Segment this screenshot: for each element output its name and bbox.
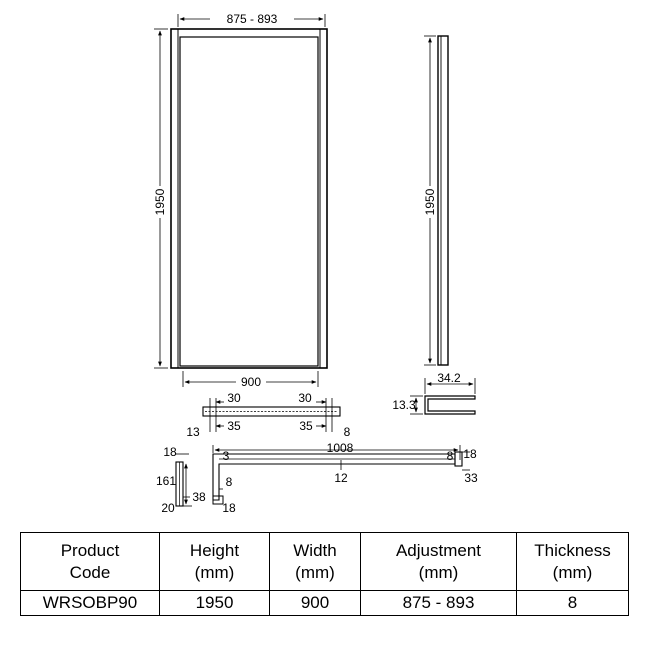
specification-table: Product Code Height (mm) Width (mm) Adju… (20, 532, 629, 616)
bar-left-foot (212, 495, 224, 505)
bracket-top-label: 18 (163, 445, 177, 459)
bar-left-gap-label: 3 (223, 449, 230, 463)
bar-right-clamp (454, 451, 463, 467)
bar-length-label: 1008 (327, 441, 354, 455)
channel-right-inner-label: 35 (299, 419, 313, 433)
cell-product-code: WRSOBP90 (20, 590, 160, 616)
panel-outer-frame (170, 28, 328, 369)
side-profile-outer (437, 35, 449, 366)
bracket-bottom-label: 20 (161, 501, 175, 515)
header-adjustment: Adjustment (mm) (360, 532, 517, 591)
bar-left-bottom-label: 18 (222, 501, 236, 515)
bracket-height-label: 161 (156, 474, 176, 488)
channel-left-inner-label: 35 (227, 419, 241, 433)
bracket-detail (175, 453, 192, 507)
table-header-row: Product Code Height (mm) Width (mm) Adju… (20, 532, 629, 591)
profile-height-label: 13.3 (392, 398, 416, 412)
header-width: Width (mm) (269, 532, 361, 591)
width-dimension-label: 900 (241, 375, 261, 389)
cell-thickness: 8 (516, 590, 629, 616)
front-view (154, 14, 328, 387)
header-thickness: Thickness (mm) (516, 532, 629, 591)
cell-width: 900 (269, 590, 361, 616)
bar-right-top-label: 18 (463, 447, 477, 461)
support-bar-detail (212, 445, 470, 505)
bar-height-label: 12 (334, 471, 348, 485)
side-height-dimension-label: 1950 (423, 188, 437, 215)
height-dimension-label: 1950 (153, 188, 167, 215)
bar-right-width-label: 33 (464, 471, 478, 485)
cell-height: 1950 (159, 590, 270, 616)
cell-adjustment: 875 - 893 (360, 590, 517, 616)
profile-section (410, 378, 476, 415)
channel-left-offset-label: 30 (227, 391, 241, 405)
bottom-channel-detail (202, 398, 341, 432)
channel-body (202, 406, 341, 417)
channel-left-edge-label: 13 (186, 425, 200, 439)
technical-drawing: 875 - 893 1950 900 1950 34.2 13.3 30 (153, 12, 478, 515)
table-row: WRSOBP90 1950 900 875 - 893 8 (20, 590, 629, 616)
bar-right-thickness-label: 8 (447, 449, 454, 463)
panel-inner-frame (179, 36, 319, 367)
header-product-code: Product Code (20, 532, 160, 591)
channel-right-edge-label: 8 (344, 425, 351, 439)
adjustment-dimension-label: 875 - 893 (227, 12, 278, 26)
bar-left-thickness-label: 8 (226, 475, 233, 489)
header-height: Height (mm) (159, 532, 270, 591)
bracket-width-label: 38 (192, 490, 206, 504)
channel-right-offset-label: 30 (298, 391, 312, 405)
profile-channel-shape (424, 395, 476, 415)
profile-depth-label: 34.2 (437, 371, 461, 385)
